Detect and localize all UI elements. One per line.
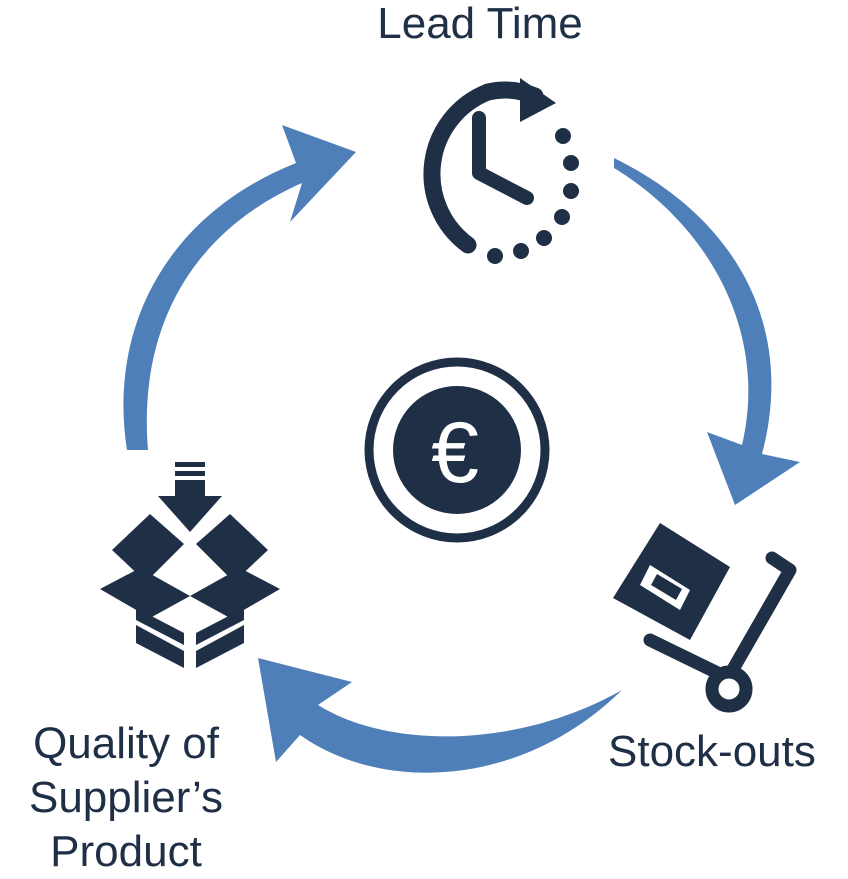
cycle-arrow-left-to-top bbox=[123, 125, 356, 450]
cycle-arrow-top-to-right bbox=[614, 158, 800, 505]
euro-coin-icon: € bbox=[364, 357, 550, 543]
label-stock-outs: Stock-outs bbox=[608, 727, 816, 776]
hand-truck-box-icon bbox=[613, 523, 797, 713]
label-quality-line-3: Product bbox=[50, 827, 202, 876]
open-box-down-arrow-icon bbox=[100, 462, 280, 668]
label-quality-line-2: Supplier’s bbox=[28, 773, 224, 822]
euro-symbol: € bbox=[431, 405, 479, 501]
label-lead-time: Lead Time bbox=[377, 0, 583, 48]
label-quality-line-1: Quality of bbox=[33, 719, 219, 768]
clock-refresh-icon bbox=[423, 78, 579, 264]
cycle-arrow-bottom-to-left bbox=[258, 658, 622, 773]
label-quality-of-suppliers-product: Quality of Supplier’s Product bbox=[6, 717, 246, 879]
